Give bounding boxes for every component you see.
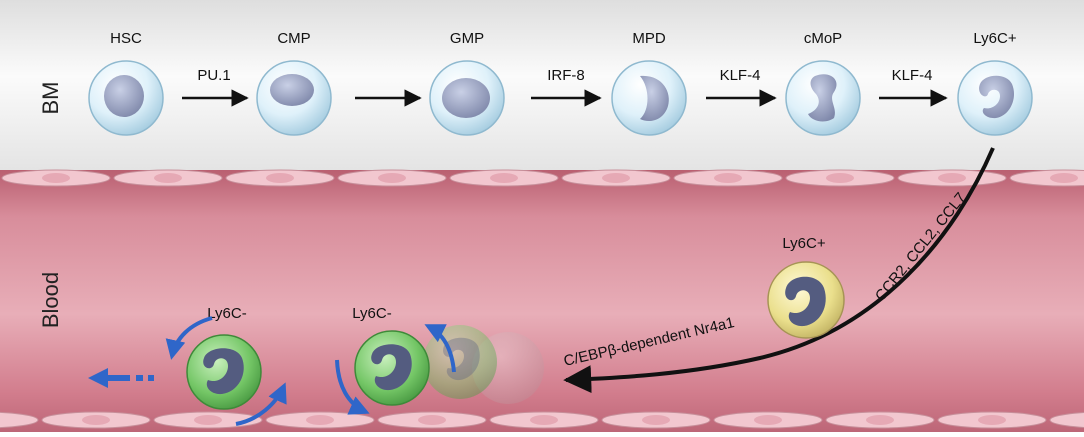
ly6c-plus-blood-cell: Ly6C+ [767, 235, 845, 339]
endothelial-nucleus [490, 173, 518, 183]
stage-label-mpd: MPD [632, 30, 666, 47]
endothelial-nucleus [938, 173, 966, 183]
patrol-arrow-middle-upper [424, 324, 456, 373]
migration-arrow-icon [88, 368, 154, 388]
endothelial-nucleus [978, 415, 1006, 425]
stage-gmp: GMP [429, 30, 505, 136]
bm-region-label: BM [38, 82, 63, 115]
stage-label-gmp: GMP [450, 30, 484, 47]
transition-label-klf4-b: KLF-4 [892, 67, 933, 84]
blood-region-label: Blood [38, 272, 63, 328]
ly6c-minus-middle-cell-icon [354, 330, 430, 406]
endothelial-nucleus [266, 173, 294, 183]
transition-label-pu1: PU.1 [197, 67, 230, 84]
ly6c-plus-nucleus [785, 276, 826, 327]
endothelial-nucleus [754, 415, 782, 425]
stage-cmp: CMP [256, 30, 332, 136]
endothelial-nucleus [378, 173, 406, 183]
stage-label-cmop: cMoP [804, 30, 842, 47]
endothelial-nucleus [42, 173, 70, 183]
transition-label-irf8: IRF-8 [547, 67, 585, 84]
ly6c-plus-cell-icon [767, 261, 845, 339]
transition-label-klf4-a: KLF-4 [720, 67, 761, 84]
blood-label-ly6c-minus-middle: Ly6C- [352, 305, 391, 322]
endothelium-top [1, 169, 1084, 187]
ly6c-minus-middle-cell: Ly6C- [352, 305, 430, 406]
ly6c-plus-bm-cell-icon [957, 60, 1033, 136]
endothelial-nucleus [826, 173, 854, 183]
hsc-nucleus [104, 75, 144, 117]
endothelial-nucleus [714, 173, 742, 183]
ly6c-minus-left-cell: Ly6C- [186, 305, 262, 410]
patrol-arrow-left-upper [165, 316, 213, 360]
endothelial-cell [1049, 412, 1084, 428]
ly6c-minus-middle-nucleus [371, 344, 412, 391]
stage-label-cmp: CMP [277, 30, 310, 47]
mpd-nucleus [640, 75, 669, 122]
stage-label-ly6c-plus: Ly6C+ [973, 30, 1016, 47]
endothelial-nucleus [194, 415, 222, 425]
endothelial-nucleus [82, 415, 110, 425]
ghost-cell-near [423, 325, 497, 399]
stage-mpd: MPD [611, 30, 687, 136]
ly6c-minus-left-nucleus [203, 348, 244, 395]
endothelial-nucleus [530, 415, 558, 425]
blood-label-ly6c-plus: Ly6C+ [782, 235, 825, 252]
patrol-arrow-left-lower [235, 382, 287, 426]
cmp-nucleus [270, 74, 314, 106]
endothelial-nucleus [602, 173, 630, 183]
endothelial-nucleus [306, 415, 334, 425]
endothelial-nucleus [154, 173, 182, 183]
endothelial-nucleus [642, 415, 670, 425]
endothelial-nucleus [418, 415, 446, 425]
endothelial-nucleus [1050, 173, 1078, 183]
stage-hsc: HSC [88, 30, 164, 136]
gmp-nucleus [442, 78, 490, 118]
ly6c-minus-left-cell-icon [186, 334, 262, 410]
ly6c-plus-bm-nucleus [979, 75, 1015, 119]
blood-vessel [0, 170, 1084, 432]
patrol-arrow-middle-lower [335, 359, 370, 415]
cmop-nucleus [808, 74, 837, 122]
endothelial-cell [0, 411, 39, 429]
endothelium-bottom [0, 411, 1084, 429]
bone-marrow-region [0, 0, 1084, 170]
stage-cmop: cMoP [785, 30, 861, 136]
blood-label-ly6c-minus-left: Ly6C- [207, 305, 246, 322]
egress-conversion-arrow [563, 147, 995, 394]
stage-label-hsc: HSC [110, 30, 142, 47]
endothelial-nucleus [866, 415, 894, 425]
stage-ly6c-plus-bm: Ly6C+ [957, 30, 1033, 136]
